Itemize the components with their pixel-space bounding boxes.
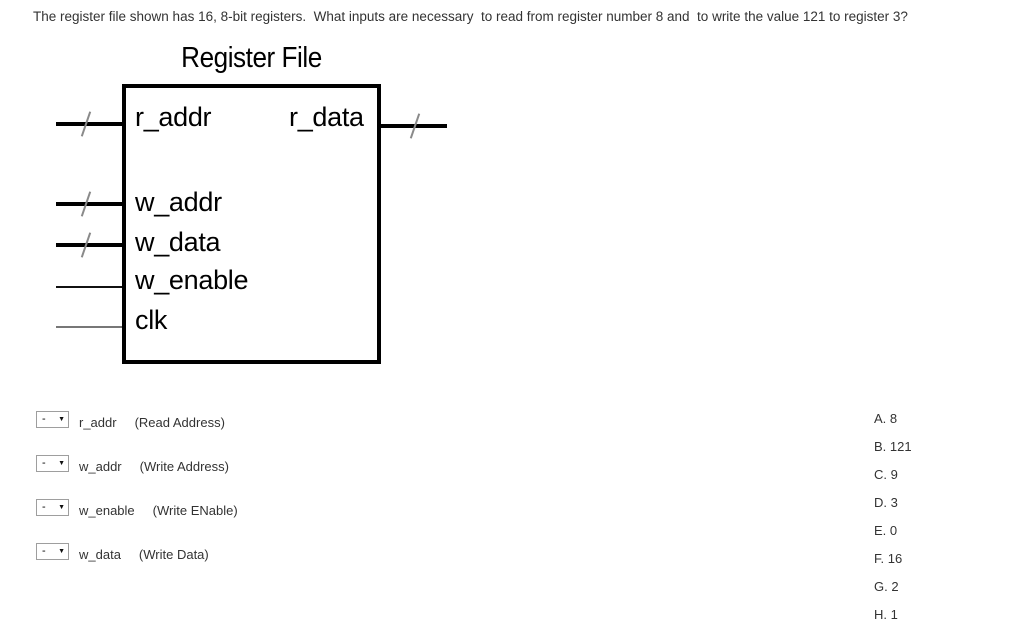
control-port-desc: (Read Address): [134, 415, 225, 430]
w-data-select[interactable]: - ▼: [36, 543, 69, 560]
question-text: The register file shown has 16, 8-bit re…: [33, 9, 908, 24]
port-label-w-data: w_data: [135, 227, 221, 257]
port-label-clk: clk: [135, 305, 168, 335]
dropdown-row-w-data: - ▼ w_data (Write Data): [36, 543, 209, 562]
w-enable-select[interactable]: - ▼: [36, 499, 69, 516]
port-label-w-addr: w_addr: [135, 187, 222, 217]
answer-option-e: E. 0: [874, 523, 898, 538]
answer-option-a: A. 8: [874, 411, 898, 426]
control-port-label: w_data: [79, 547, 121, 562]
dropdown-arrow-icon: ▼: [58, 460, 65, 467]
answer-option-h: H. 1: [874, 607, 898, 622]
w-addr-bus-wire: [56, 202, 122, 206]
w-enable-wire: [56, 286, 122, 288]
r-addr-bus-wire: [56, 122, 122, 126]
clk-wire: [56, 326, 122, 328]
control-port-desc: (Write Data): [138, 547, 209, 562]
select-value: -: [42, 457, 46, 469]
select-value: -: [42, 545, 46, 557]
register-file-box: [122, 84, 381, 364]
dropdown-row-w-enable: - ▼ w_enable (Write ENable): [36, 499, 238, 518]
port-label-w-enable: w_enable: [135, 265, 249, 295]
register-file-diagram: Register File r_addr r_data w_addr w_dat…: [56, 42, 447, 364]
dropdown-arrow-icon: ▼: [58, 548, 65, 555]
dropdown-row-r-addr: - ▼ r_addr (Read Address): [36, 411, 225, 430]
w-addr-select[interactable]: - ▼: [36, 455, 69, 472]
control-port-desc: (Write ENable): [152, 503, 238, 518]
dropdown-arrow-icon: ▼: [58, 504, 65, 511]
select-value: -: [42, 413, 46, 425]
control-port-label: r_addr: [79, 415, 117, 430]
port-label-r-addr: r_addr: [135, 102, 212, 132]
control-port-label: w_enable: [79, 503, 135, 518]
r-addr-select[interactable]: - ▼: [36, 411, 69, 428]
control-port-label: w_addr: [79, 459, 122, 474]
answer-choices-list: A. 8 B. 121 C. 9 D. 3 E. 0 F. 16 G. 2 H.…: [874, 412, 912, 621]
answer-option-c: C. 9: [874, 467, 898, 482]
answer-option-d: D. 3: [874, 495, 898, 510]
answer-option-f: F. 16: [874, 551, 903, 566]
dropdown-row-w-addr: - ▼ w_addr (Write Address): [36, 455, 229, 474]
w-data-bus-wire: [56, 243, 122, 247]
port-label-r-data: r_data: [289, 102, 364, 132]
answer-option-g: G. 2: [874, 579, 899, 594]
diagram-title: Register File: [181, 42, 322, 74]
dropdown-arrow-icon: ▼: [58, 416, 65, 423]
select-value: -: [42, 501, 46, 513]
answer-option-b: B. 121: [874, 439, 912, 454]
control-port-desc: (Write Address): [139, 459, 229, 474]
